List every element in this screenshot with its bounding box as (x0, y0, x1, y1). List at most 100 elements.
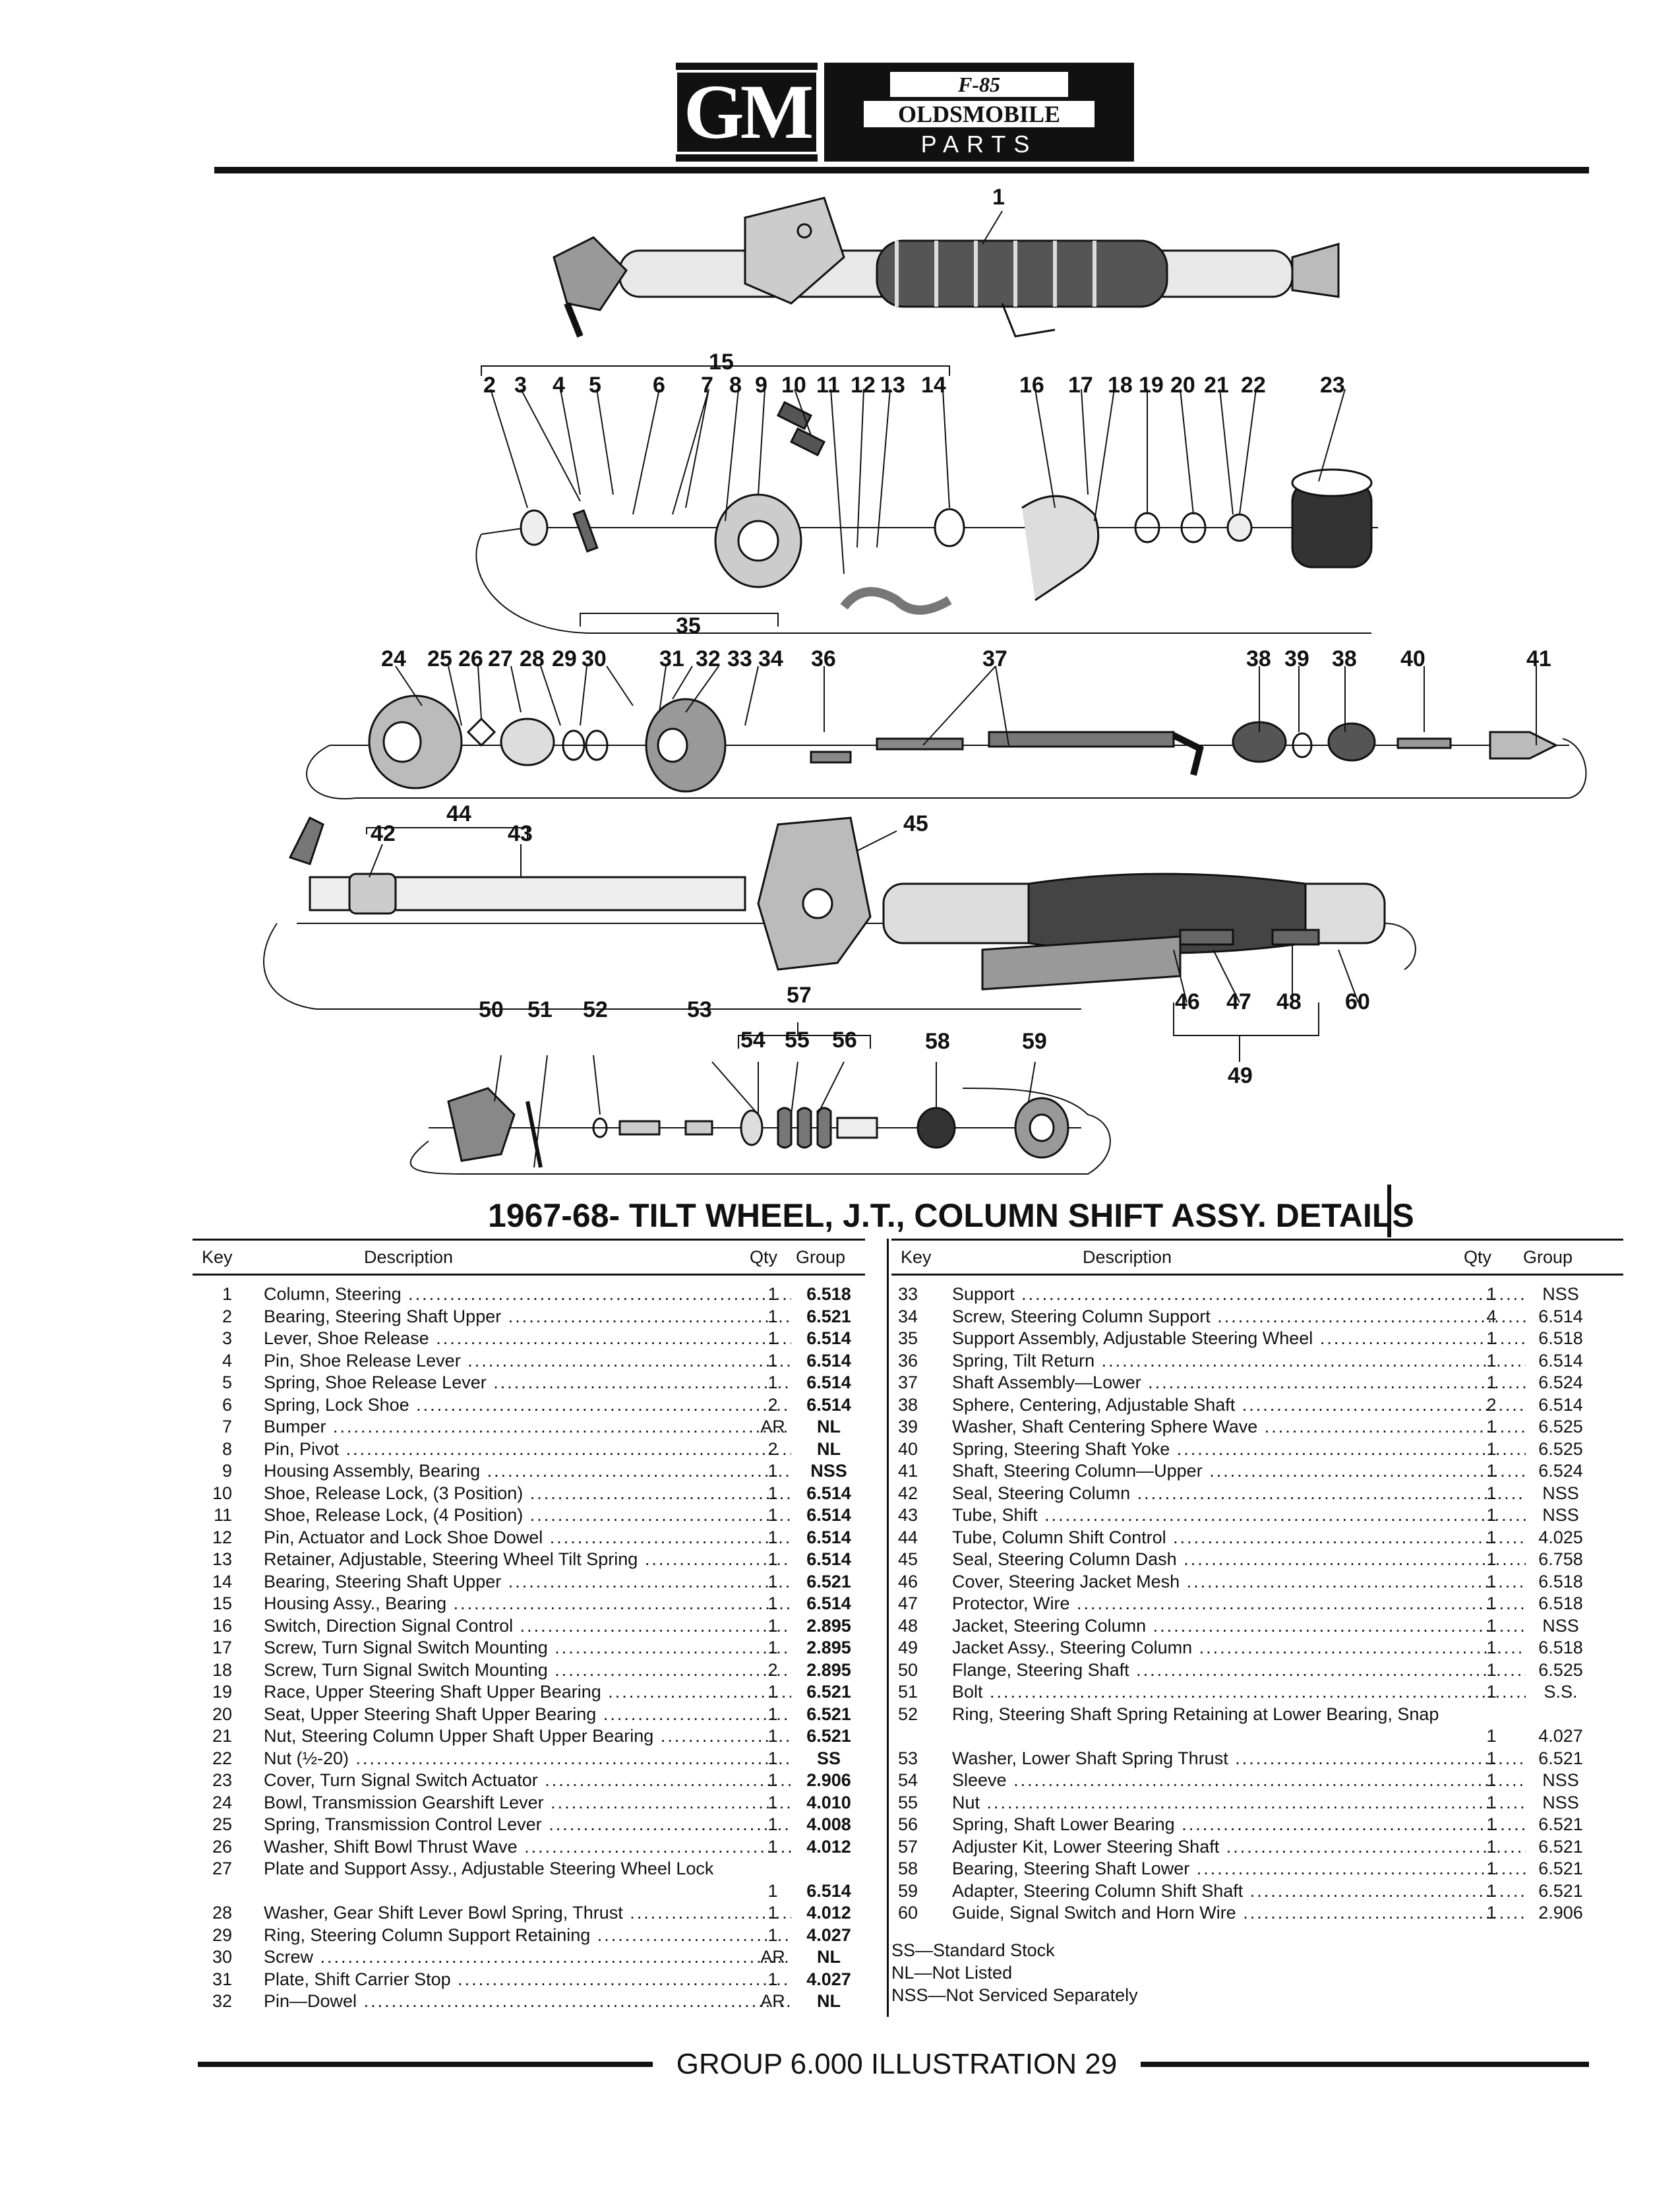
part-key: 8 (222, 1438, 232, 1459)
part-qty: 1 (767, 1638, 778, 1657)
header-key: Key (901, 1247, 932, 1267)
part-key: 11 (213, 1505, 232, 1525)
part-qty: 1 (1486, 1615, 1497, 1636)
part-qty: 2 (1486, 1394, 1497, 1415)
part-description: Bowl, Transmission Gearshift Lever (264, 1792, 791, 1814)
callout-20: 20 (1170, 373, 1195, 398)
part-key: 9 (222, 1461, 232, 1481)
callout-5: 5 (589, 373, 601, 398)
part-description: Tube, Column Shift Control (952, 1527, 1526, 1549)
part-description: Washer, Shift Bowl Thrust Wave (264, 1836, 791, 1859)
part-qty: 1 (1486, 1726, 1497, 1746)
part-group: 6.514 (806, 1527, 851, 1547)
legend-item: SS—Standard Stock (891, 1940, 1055, 1960)
part-key: 55 (897, 1792, 918, 1812)
part-description: Plate and Support Assy., Adjustable Stee… (264, 1859, 714, 1878)
part-key: 56 (897, 1814, 918, 1834)
part-group: 6.518 (1538, 1638, 1583, 1657)
part-qty: 1 (1486, 1682, 1497, 1702)
title-bracket (1387, 1185, 1391, 1237)
part-key: 44 (897, 1527, 918, 1547)
part-group: NSS (1542, 1792, 1579, 1812)
part-description: Seal, Steering Column Dash (952, 1549, 1526, 1571)
part-description: Column, Steering (264, 1283, 791, 1306)
part-qty: 1 (767, 1615, 778, 1636)
callout-46: 46 (1175, 989, 1200, 1014)
callout-18: 18 (1108, 373, 1133, 398)
part-qty: 1 (1486, 1284, 1497, 1304)
part-group: 6.525 (1538, 1438, 1583, 1459)
part-description: Pin, Actuator and Lock Shoe Dowel (264, 1527, 791, 1549)
part-description: Spring, Transmission Control Lever (264, 1814, 791, 1836)
part-key: 45 (897, 1549, 918, 1569)
part-description: Cover, Turn Signal Switch Actuator (264, 1770, 791, 1792)
callout-26: 26 (458, 646, 483, 671)
part-description: Seal, Steering Column (952, 1483, 1526, 1505)
callout-39: 39 (1284, 646, 1309, 671)
part-key: 17 (212, 1638, 232, 1657)
part-qty: 1 (767, 1571, 778, 1591)
part-qty: AR (760, 1991, 785, 2011)
part-qty: 1 (1486, 1638, 1497, 1657)
callout-47: 47 (1226, 989, 1251, 1014)
part-description: Retainer, Adjustable, Steering Wheel Til… (264, 1549, 791, 1571)
part-description: Spring, Steering Shaft Yoke (952, 1438, 1526, 1461)
callout-56: 56 (832, 1028, 857, 1053)
part-description: Screw, Turn Signal Switch Mounting (264, 1637, 791, 1659)
part-qty: 1 (767, 1880, 778, 1901)
exploded-view-drawing: 1 15 2 3 4 5 6 7 8 9 10 11 12 13 14 16 1… (263, 185, 1587, 1175)
part-description: Nut, Steering Column Upper Shaft Upper B… (264, 1725, 791, 1748)
part-group: 6.514 (806, 1505, 851, 1525)
part-group: 2.895 (806, 1615, 851, 1636)
part-key: 41 (897, 1461, 918, 1481)
part-qty: 1 (767, 1372, 778, 1392)
part-description: Housing Assy., Bearing (264, 1593, 791, 1615)
part-qty: 1 (767, 1770, 778, 1790)
part-group: 6.521 (806, 1704, 851, 1724)
part-qty: 1 (1486, 1593, 1497, 1613)
callout-11: 11 (816, 373, 840, 398)
column-divider (887, 1239, 889, 2017)
part-qty: 1 (1486, 1483, 1497, 1503)
part-group: NSS (1542, 1284, 1579, 1304)
part-description: Protector, Wire (952, 1593, 1526, 1615)
part-key: 15 (212, 1593, 232, 1613)
part-key: 30 (212, 1947, 232, 1967)
part-group: 6.521 (1538, 1880, 1583, 1901)
part-key: 47 (897, 1593, 918, 1613)
part-description: Sleeve (952, 1770, 1526, 1792)
callout-60: 60 (1345, 989, 1370, 1014)
part-key: 34 (897, 1306, 918, 1326)
part-qty: 1 (1486, 1328, 1497, 1348)
table-row: 13 Retainer, Adjustable, Steering Wheel T… (193, 1549, 865, 1571)
parts-list-title: 1967-68- TILT WHEEL, J.T., COLUMN SHIFT … (488, 1197, 1414, 1234)
part-group: 6.518 (1538, 1571, 1583, 1591)
part-group: 6.521 (1538, 1748, 1583, 1768)
part-group: 6.525 (1538, 1417, 1583, 1436)
part-group: NL (817, 1947, 841, 1967)
part-key: 51 (897, 1682, 918, 1702)
callout-42: 42 (371, 821, 396, 846)
part-qty: 4 (1486, 1306, 1497, 1326)
part-qty: 1 (767, 1350, 778, 1371)
part-key: 53 (897, 1748, 918, 1768)
part-group: 6.514 (806, 1372, 851, 1392)
exploded-view-illustration: 1 15 2 3 4 5 6 7 8 9 10 11 12 13 14 16 1… (0, 178, 1680, 1181)
part-group: 6.521 (806, 1726, 851, 1746)
part-key: 46 (897, 1571, 918, 1591)
part-key: 13 (212, 1549, 232, 1569)
part-description: Cover, Steering Jacket Mesh (952, 1571, 1526, 1593)
callout-28: 28 (520, 646, 545, 671)
part-key: 31 (212, 1969, 232, 1989)
